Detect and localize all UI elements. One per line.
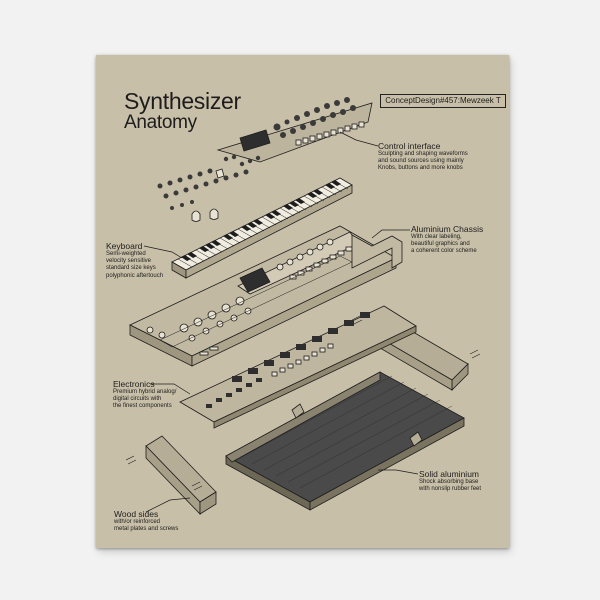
electronics-layer xyxy=(179,305,417,429)
callout-line: metal plates and screws xyxy=(114,526,179,533)
callout-line: with/or reinforced xyxy=(114,519,161,525)
callout-line: and sound sources using mainly xyxy=(378,158,464,165)
callout-line: a coherent color scheme xyxy=(411,248,477,255)
callout-heading: Keyboard xyxy=(106,241,143,251)
callout-line: beautiful graphics and xyxy=(411,241,470,248)
callout-electronics: Electronics Premium hybrid analog/ digit… xyxy=(113,379,176,411)
callout-line: Knobs, buttons and more knobs xyxy=(378,165,463,172)
base-layer xyxy=(225,371,465,511)
callout-heading: Wood sides xyxy=(114,509,159,519)
callout-line: Sculpting and shaping waveforms xyxy=(378,151,468,157)
concept-badge: ConceptDesign#457:Mewzeek T xyxy=(380,94,506,108)
callout-line: the finest components xyxy=(113,403,172,410)
callout-heading: Electronics xyxy=(113,379,155,389)
callout-control-interface: Control interface Sculpting and shaping … xyxy=(378,141,468,173)
callout-line: velocity sensitive xyxy=(106,258,152,265)
callout-line: polyphonic aftertouch xyxy=(106,272,164,279)
callout-line: with nonslip rubber feet xyxy=(419,486,482,493)
callout-line: With clear labeling, xyxy=(411,234,462,240)
callout-heading: Control interface xyxy=(378,141,441,151)
poster-title-line2: Anatomy xyxy=(124,112,197,133)
callout-heading: Aluminium Chassis xyxy=(411,224,484,234)
keyboard-layer xyxy=(171,177,353,279)
callout-line: Premium hybrid analog/ xyxy=(113,389,177,395)
poster-title-line1: Synthesizer xyxy=(124,88,241,114)
control-panel-layer xyxy=(157,97,373,222)
callout-line: digital circuits with xyxy=(113,396,162,403)
callout-line: Semi-weighted xyxy=(106,251,146,257)
callout-line: Shock absorbing base xyxy=(419,479,479,485)
callout-aluminium-chassis: Aluminium Chassis With clear labeling, b… xyxy=(411,224,483,256)
callout-keyboard: Keyboard Semi-weighted velocity sensitiv… xyxy=(106,241,163,280)
callout-line: standard size keys xyxy=(106,265,156,272)
callout-wood-sides: Wood sides with/or reinforced metal plat… xyxy=(114,509,178,533)
chassis-layer xyxy=(129,225,403,367)
callout-solid-aluminium: Solid aluminium Shock absorbing base wit… xyxy=(419,469,481,493)
callout-heading: Solid aluminium xyxy=(419,469,479,479)
wood-side-left xyxy=(145,435,217,515)
